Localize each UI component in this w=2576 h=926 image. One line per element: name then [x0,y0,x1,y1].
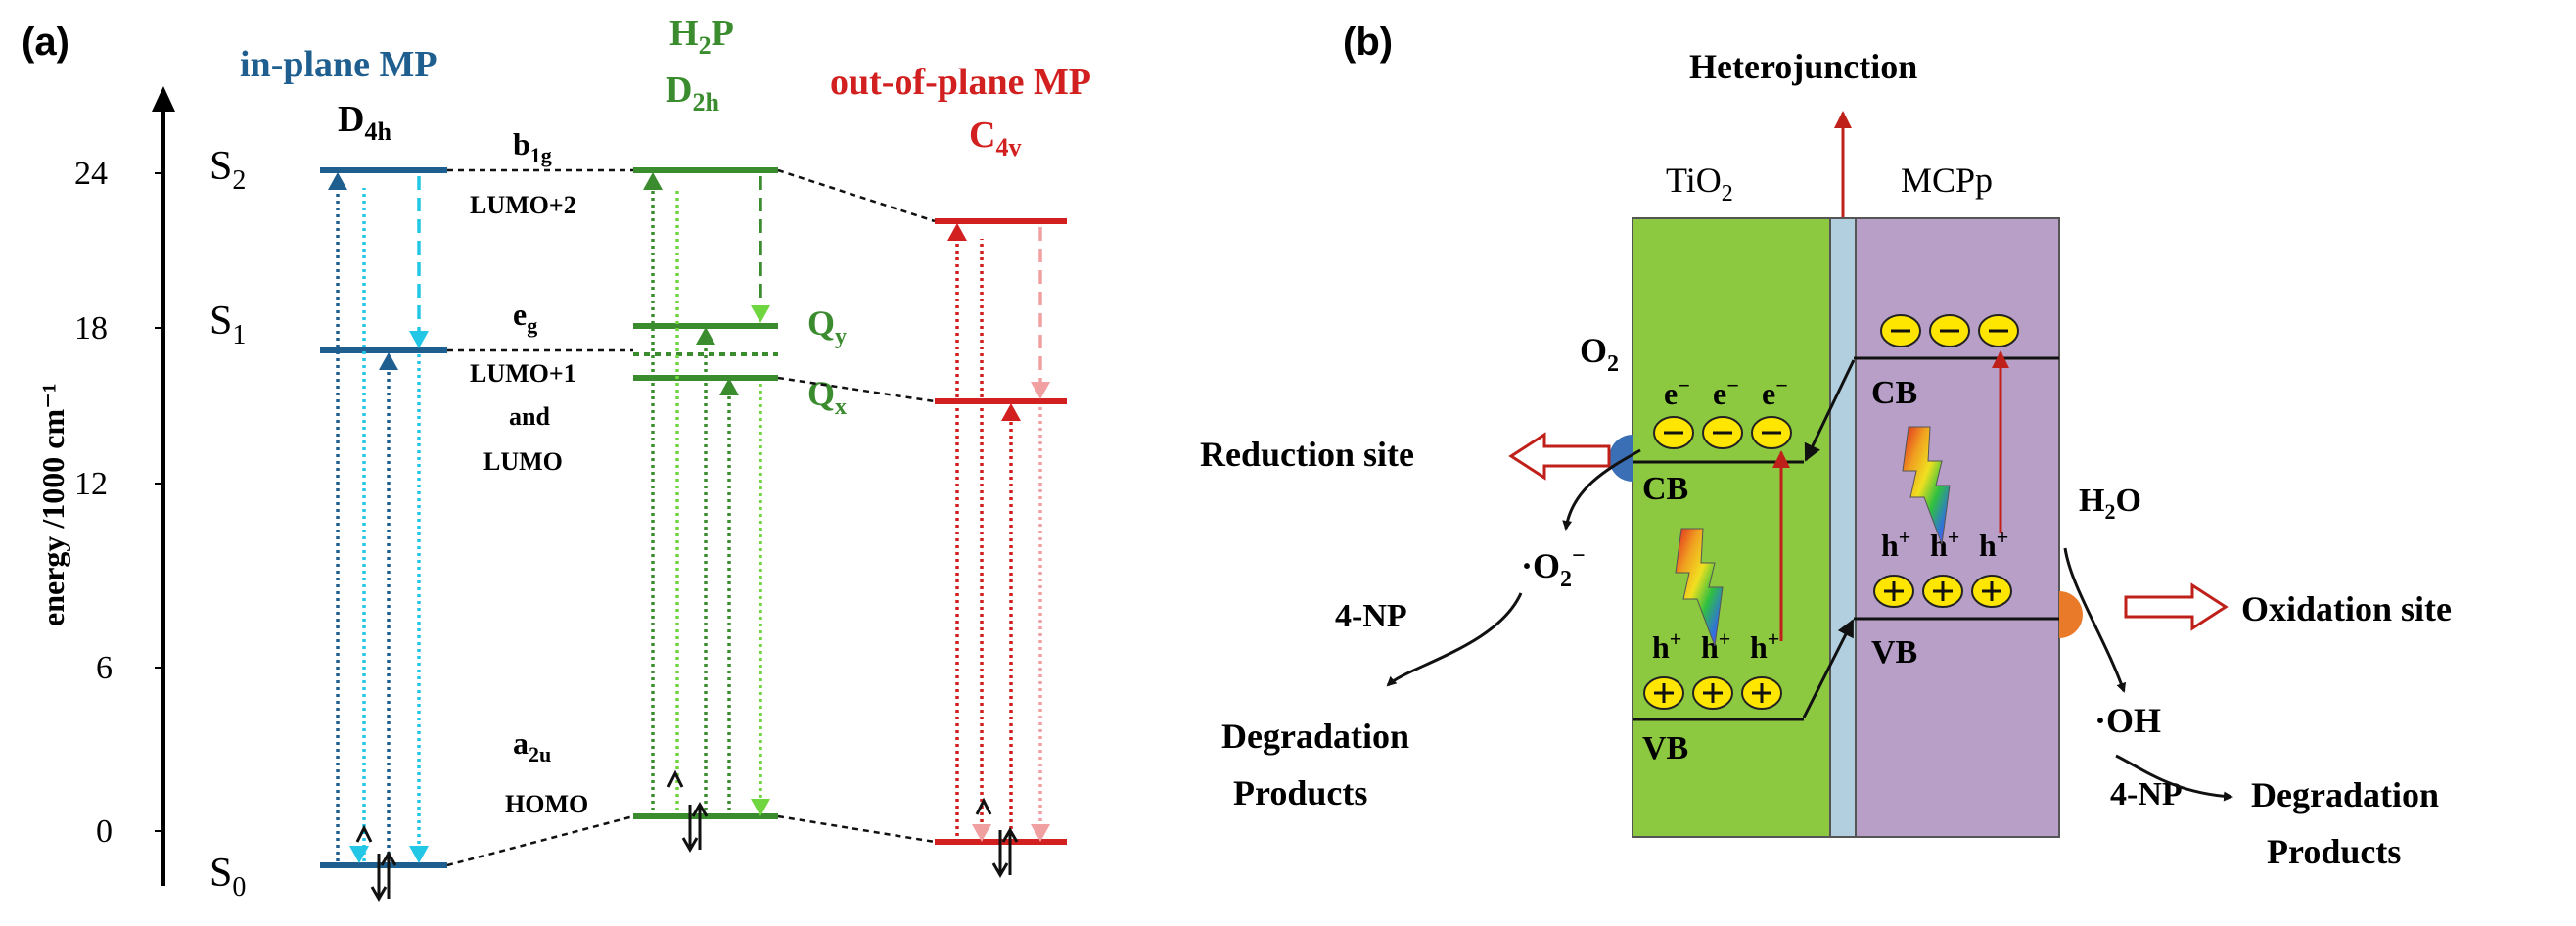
electron-transfer-arrow [1804,359,1856,462]
out-plane-symmetry: C4v [969,115,1021,162]
electron-charge [1978,314,2019,347]
y-tick-6: 6 [96,650,113,686]
electron-charge [1751,416,1792,449]
heterojunction-label: Heterojunction [1689,47,1917,86]
mcpp-holes: h+ h+ h+ [1873,525,2012,608]
o2-label: O2 [1580,331,1619,377]
hole-charge [1643,676,1684,710]
mcpp-vb-label: VB [1871,634,1917,671]
electron-label: e− [1713,373,1739,411]
reduction-degradation-arrow [1386,592,1523,687]
panel-a-label: (a) [22,21,69,64]
reduction-site-arrow-icon [1508,432,1611,481]
energy-axis-arrowhead [152,86,175,112]
in-plane-transitions [328,172,429,863]
tio2-block [1632,217,1831,838]
out-plane-transitions [947,223,1050,842]
out-plane-electron-arrows [975,797,1019,878]
y-tick-18: 18 [74,310,108,347]
oxidation-degradation-arrow [2115,754,2233,802]
mcpp-electrons [1880,314,2019,347]
o2-adsorption-dot [1609,435,1633,482]
orbital-b1g: b1g [513,126,552,167]
in-plane-electron-arrows [355,824,397,902]
tio2-holes: h+ h+ h+ [1643,626,1782,710]
panel-b-label: (b) [1343,21,1393,64]
tio2-cb-label: CB [1642,471,1688,507]
panel-a: (a) energy /1000 cm⁻¹ 24 18 12 6 0 S2 S1… [22,13,1091,903]
orbital-and: and [509,402,550,431]
y-tick-24: 24 [74,156,108,192]
in-plane-title: in-plane MP [240,44,437,85]
label-qx: Qx [807,374,847,420]
superoxide-label: ·O2− [1521,543,1586,592]
in-plane-symmetry: D4h [338,99,391,146]
h2p-symmetry: D2h [666,69,719,116]
hole-label: h+ [1881,525,1910,563]
electron-charge [1653,416,1694,449]
h2p-electron-arrows [667,769,709,853]
orbital-lumo: LUMO [483,447,563,476]
oxidation-site-arrow-icon [2124,582,2229,631]
electron-charge [1880,314,1921,347]
reduction-4np-label: 4-NP [1335,598,1407,634]
h2o-oxidation-arrow [2063,547,2127,693]
y-ticks: 24 18 12 6 0 [74,156,163,850]
h2o-adsorption-dot [2059,591,2083,638]
orbital-lumo1: LUMO+1 [470,359,576,388]
oxidation-products-label: Products [2267,832,2401,871]
hole-charge [1873,575,1914,608]
hole-charge [1922,575,1963,608]
state-s1: S1 [209,299,246,350]
tio2-vb-label: VB [1642,730,1688,766]
h2p-transitions [643,172,770,816]
oxidation-site-label: Oxidation site [2241,589,2452,628]
junction-interface [1829,217,1857,838]
light-icon [1675,528,1724,647]
mcpp-cb-label: CB [1871,375,1917,411]
reduction-site-label: Reduction site [1200,435,1414,474]
oxidation-4np-label: 4-NP [2110,776,2183,812]
reduction-products-label: Products [1233,773,1367,812]
hole-label: h+ [1750,626,1779,665]
mcpp-label: MCPp [1901,161,1993,200]
o2-reduction-arrow [1562,448,1641,531]
hole-charge [1741,676,1782,710]
hole-charge [1692,676,1733,710]
panel-b: (b) Heterojunction TiO2 MCPp CB VB CB VB… [1200,21,2452,871]
hole-charge [1971,575,2012,608]
y-axis-label: energy /1000 cm⁻¹ [35,383,70,626]
hole-transfer-arrow [1802,619,1855,718]
reduction-degradation-label: Degradation [1221,717,1409,756]
electron-label: e− [1664,373,1690,411]
orbital-lumo2: LUMO+2 [470,191,576,219]
h2o-label: H2O [2079,483,2141,524]
hole-label: h+ [1652,626,1681,665]
y-tick-12: 12 [74,466,108,502]
oxidation-degradation-label: Degradation [2251,775,2439,814]
electron-label: e− [1762,373,1788,411]
out-plane-title: out-of-plane MP [830,62,1091,103]
level-connectors [446,168,936,867]
electron-charge [1702,416,1743,449]
orbital-a2u: a2u [513,725,551,766]
state-s0: S0 [209,851,246,903]
h2p-title: H2P [669,13,734,60]
light-icon [1902,426,1951,545]
label-qy: Qy [807,303,847,349]
state-s2: S2 [209,144,246,196]
y-tick-0: 0 [96,813,113,850]
electron-charge [1929,314,1970,347]
hydroxyl-label: ·OH [2094,701,2161,740]
band-edges [1633,356,2059,721]
tio2-label: TiO2 [1666,161,1733,207]
orbital-homo: HOMO [505,790,588,818]
orbital-eg: eg [513,297,537,338]
tio2-electrons: e− e− e− [1653,373,1792,449]
